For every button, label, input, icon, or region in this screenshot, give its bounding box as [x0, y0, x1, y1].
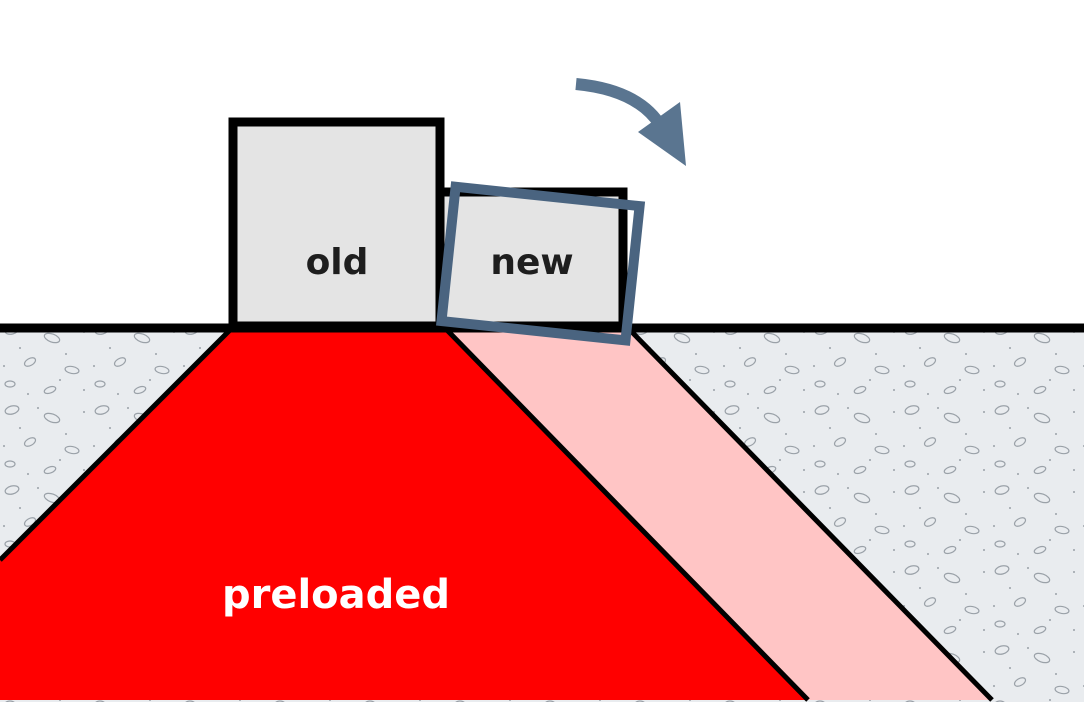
new-block-tilted-outline — [436, 181, 646, 346]
old-label: old — [306, 242, 369, 283]
clockwise-curved-arrow-icon — [575, 78, 686, 166]
preloaded-right-edge — [443, 326, 810, 702]
preloaded-label: preloaded — [222, 572, 450, 618]
new-label: new — [490, 242, 573, 283]
preloaded-zone — [0, 328, 808, 700]
old-block — [228, 117, 445, 331]
new-load-influence-zone — [445, 328, 992, 700]
preloaded-left-edge — [0, 326, 234, 562]
influence-zone-edge — [626, 326, 994, 702]
